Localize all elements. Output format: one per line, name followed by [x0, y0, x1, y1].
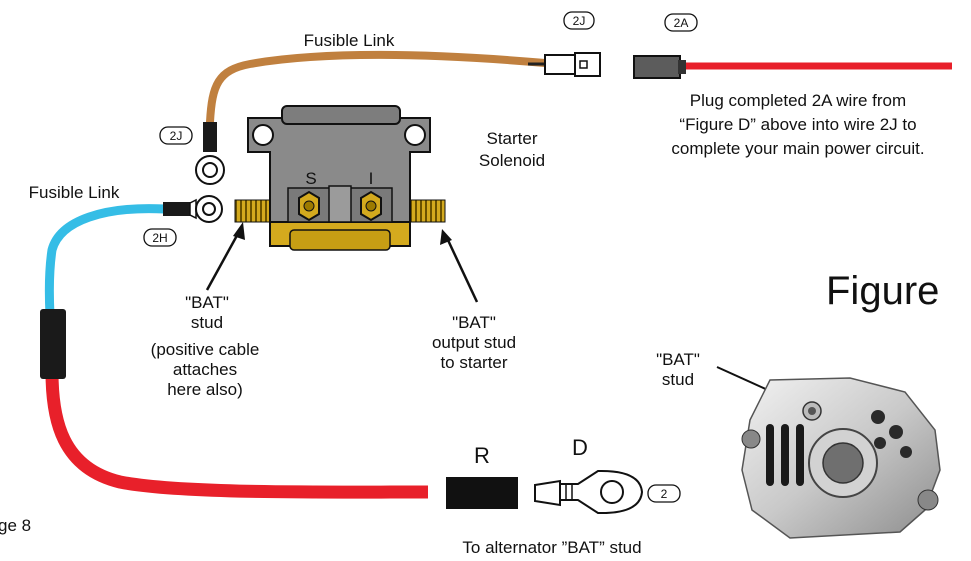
terminal-s-label: S [305, 169, 316, 188]
fusible-link-wire-brown [206, 50, 549, 126]
bat-output-label-line2: output stud [432, 333, 516, 352]
arrow-bat-output-stud [440, 229, 479, 303]
bat-stud-label-line3: (positive cable [151, 340, 260, 359]
wire-tag-2j-ring: 2J [159, 126, 193, 145]
fusible-link-top-label: Fusible Link [304, 31, 395, 50]
figure-title: Figure [826, 269, 939, 313]
plug-note-line2: “Figure D” above into wire 2J to [679, 115, 916, 134]
ring-terminal-2j [195, 122, 225, 185]
starter-solenoid [234, 105, 446, 251]
red-wire-main [45, 371, 429, 499]
svg-text:2: 2 [661, 487, 668, 501]
wire-tag-2: 2 [647, 484, 681, 503]
bat-output-label-line1: "BAT" [452, 313, 496, 332]
connector-r-label: R [474, 443, 490, 468]
svg-text:2H: 2H [152, 231, 167, 245]
ring-terminal-d [534, 469, 644, 515]
svg-text:2J: 2J [573, 14, 586, 28]
page-reference: ge 8 [0, 516, 31, 535]
wire-tag-2j-top: 2J [563, 11, 595, 30]
fusible-link-sleeve [40, 309, 66, 379]
alternator-bat-label-line2: stud [662, 370, 694, 389]
connector-d-label: D [572, 435, 588, 460]
wire-tag-2h: 2H [143, 228, 177, 247]
starter-solenoid-label-line1: Starter [486, 129, 537, 148]
alternator-image [741, 377, 941, 539]
bat-stud-label-line2: stud [191, 313, 223, 332]
bat-output-label-line3: to starter [440, 353, 507, 372]
to-alternator-label: To alternator ”BAT” stud [462, 538, 641, 557]
connector-r [446, 477, 518, 509]
alternator-bat-label-line1: "BAT" [656, 350, 700, 369]
terminal-i-label: I [369, 169, 374, 188]
svg-text:2A: 2A [674, 16, 689, 30]
plug-note-line1: Plug completed 2A wire from [690, 91, 906, 110]
arrow-bat-stud [205, 222, 245, 291]
ring-terminal-2h [163, 195, 223, 223]
fusible-link-left-label: Fusible Link [29, 183, 120, 202]
connector-2a-female [633, 55, 686, 79]
bat-stud-label-line4: attaches [173, 360, 237, 379]
bat-stud-label-line1: "BAT" [185, 293, 229, 312]
wire-tag-2a: 2A [664, 13, 698, 32]
plug-note-line3: complete your main power circuit. [671, 139, 924, 158]
bat-stud-label-line5: here also) [167, 380, 243, 399]
svg-text:2J: 2J [170, 129, 183, 143]
connector-2j-male [528, 52, 601, 77]
fusible-link-wire-blue [44, 204, 170, 320]
starter-solenoid-label-line2: Solenoid [479, 151, 545, 170]
